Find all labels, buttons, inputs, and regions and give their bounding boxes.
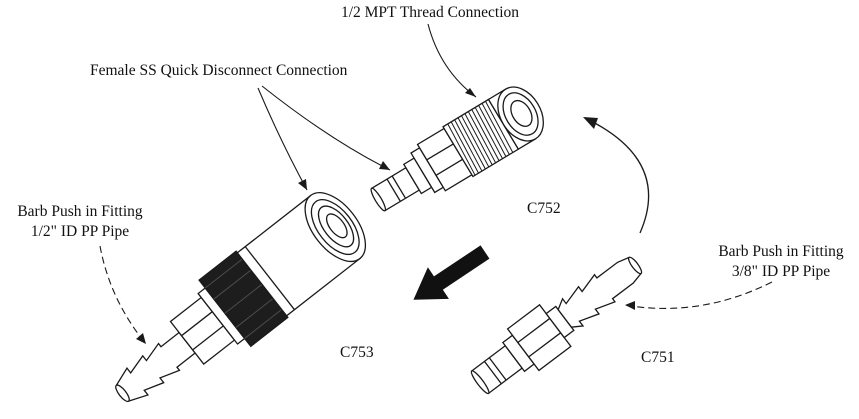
curved-arrow-icon [583,117,650,234]
arrowhead-icon [625,301,635,310]
part-label-c753: C753 [340,344,374,361]
part-label-c752: C752 [527,200,561,217]
leader-barb-right [624,281,773,309]
fitting-c753-drawing [115,192,367,403]
barb-right-label: Barb Push in Fitting 3/8" ID PP Pipe [703,242,859,282]
leader-female-qd-to-c753 [257,87,308,191]
arrowhead-icon [136,333,146,344]
arrowhead-icon [465,88,476,97]
left-arrow-icon [413,245,490,300]
fitting-c751-drawing [470,256,643,395]
barb-left-line2: 1/2" ID PP Pipe [30,223,130,240]
leader-mpt-thread [427,23,477,98]
part-label-c751: C751 [641,349,675,366]
barb-left-line1: Barb Push in Fitting [17,203,143,220]
leader-arrowheads [136,88,635,344]
leader-female-qd-to-c752 [261,85,391,171]
arrowhead-icon [298,179,307,190]
female-qd-label: Female SS Quick Disconnect Connection [90,62,348,79]
mpt-thread-label: 1/2 MPT Thread Connection [340,4,520,21]
barb-right-line1: Barb Push in Fitting [718,243,844,260]
barb-left-label: Barb Push in Fitting 1/2" ID PP Pipe [2,202,158,242]
barb-right-line2: 3/8" ID PP Pipe [731,263,831,280]
leader-barb-left [99,245,147,345]
fitting-c752-drawing [370,86,544,212]
arrowhead-icon [379,161,390,170]
